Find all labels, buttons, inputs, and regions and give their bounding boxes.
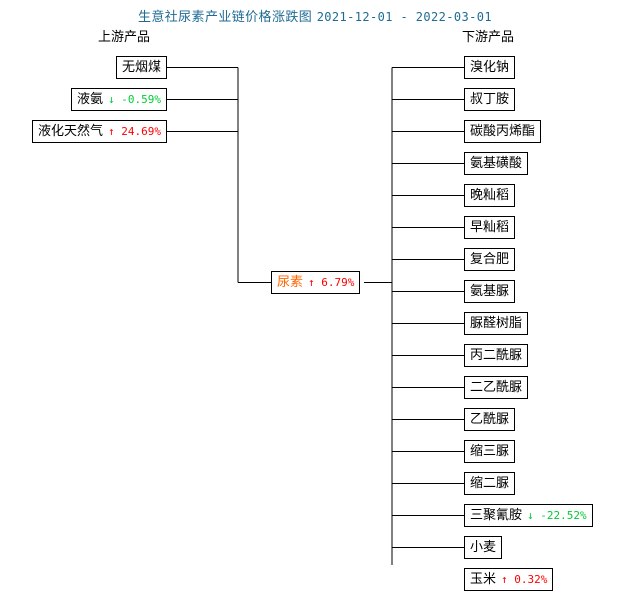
arrow-down-icon: ↓ bbox=[108, 93, 115, 106]
node-label: 氨基磺酸 bbox=[470, 156, 523, 171]
node-label: 二乙酰脲 bbox=[470, 380, 523, 395]
node-change-value: ↓ -22.52% bbox=[527, 509, 587, 522]
downstream-node-9[interactable]: 脲醛树脂 bbox=[464, 312, 529, 335]
upstream-node-3[interactable]: 液化天然气 ↑ 24.69% bbox=[32, 120, 167, 143]
downstream-node-3[interactable]: 碳酸丙烯酯 bbox=[464, 120, 542, 143]
node-label: 液化天然气 bbox=[38, 124, 104, 139]
downstream-node-8[interactable]: 氨基脲 bbox=[464, 280, 516, 303]
node-label: 溴化钠 bbox=[470, 60, 510, 75]
page-title-text: 生意社尿素产业链价格涨跌图 bbox=[137, 10, 313, 25]
downstream-node-6[interactable]: 早籼稻 bbox=[464, 216, 516, 239]
page-title: 生意社尿素产业链价格涨跌图 2021-12-01 - 2022-03-01 bbox=[0, 6, 630, 25]
downstream-node-2[interactable]: 叔丁胺 bbox=[464, 88, 516, 111]
downstream-node-4[interactable]: 氨基磺酸 bbox=[464, 152, 529, 175]
downstream-node-10[interactable]: 丙二酰脲 bbox=[464, 344, 529, 367]
node-change-value: ↑ 0.32% bbox=[501, 573, 548, 586]
downstream-node-13[interactable]: 缩三脲 bbox=[464, 440, 516, 463]
downstream-node-16[interactable]: 小麦 bbox=[464, 536, 503, 559]
node-label: 小麦 bbox=[470, 540, 497, 555]
node-label: 复合肥 bbox=[470, 252, 510, 267]
upstream-column-header: 上游产品 bbox=[98, 30, 151, 45]
node-label: 氨基脲 bbox=[470, 284, 510, 299]
node-label: 缩二脲 bbox=[470, 476, 510, 491]
upstream-node-1[interactable]: 无烟煤 bbox=[115, 56, 167, 79]
node-label: 三聚氰胺 bbox=[470, 508, 523, 523]
node-change-value: ↑ 6.79% bbox=[308, 276, 355, 289]
downstream-node-7[interactable]: 复合肥 bbox=[464, 248, 516, 271]
node-label: 缩三脲 bbox=[470, 444, 510, 459]
date-range: 2021-12-01 - 2022-03-01 bbox=[316, 10, 493, 24]
node-label: 脲醛树脂 bbox=[470, 316, 523, 331]
arrow-up-icon: ↑ bbox=[108, 125, 115, 138]
node-label: 乙酰脲 bbox=[470, 412, 510, 427]
node-label: 晚籼稻 bbox=[470, 188, 510, 203]
downstream-column-header: 下游产品 bbox=[462, 30, 515, 45]
downstream-node-11[interactable]: 二乙酰脲 bbox=[464, 376, 529, 399]
downstream-node-5[interactable]: 晚籼稻 bbox=[464, 184, 516, 207]
node-label: 叔丁胺 bbox=[470, 92, 510, 107]
upstream-node-2[interactable]: 液氨 ↓ -0.59% bbox=[71, 88, 167, 111]
arrow-up-icon: ↑ bbox=[501, 573, 508, 586]
downstream-node-12[interactable]: 乙酰脲 bbox=[464, 408, 516, 431]
node-label: 丙二酰脲 bbox=[470, 348, 523, 363]
node-change-value: ↑ 24.69% bbox=[108, 125, 161, 138]
arrow-down-icon: ↓ bbox=[527, 509, 534, 522]
downstream-node-15[interactable]: 三聚氰胺 ↓ -22.52% bbox=[464, 504, 593, 527]
node-label: 无烟煤 bbox=[121, 60, 161, 75]
connector-lines bbox=[167, 66, 464, 565]
downstream-node-14[interactable]: 缩二脲 bbox=[464, 472, 516, 495]
node-change-value: ↓ -0.59% bbox=[108, 93, 161, 106]
node-label: 玉米 bbox=[470, 572, 497, 587]
node-label: 液氨 bbox=[77, 92, 104, 107]
downstream-node-17[interactable]: 玉米 ↑ 0.32% bbox=[464, 568, 554, 591]
node-label: 碳酸丙烯酯 bbox=[470, 124, 536, 139]
arrow-up-icon: ↑ bbox=[308, 276, 315, 289]
downstream-node-1[interactable]: 溴化钠 bbox=[464, 56, 516, 79]
node-label: 尿素 bbox=[277, 275, 304, 290]
center-node-urea[interactable]: 尿素 ↑ 6.79% bbox=[271, 271, 361, 294]
node-label: 早籼稻 bbox=[470, 220, 510, 235]
